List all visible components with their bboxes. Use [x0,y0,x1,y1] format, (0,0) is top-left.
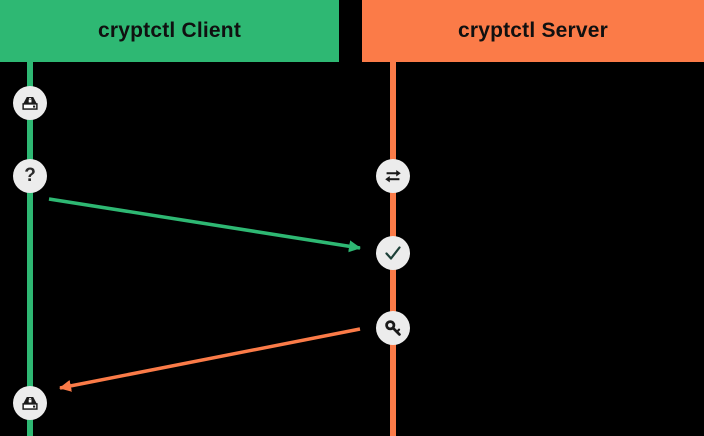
client-node-encrypted-disk-top [13,86,47,120]
server-to-client-arrow [59,327,361,392]
server-node-check [376,236,410,270]
client-node-encrypted-disk-bottom [13,386,47,420]
client-to-server-arrow [48,197,361,253]
server-node-swap [376,159,410,193]
swap-arrows-icon [382,165,404,187]
question-icon: ? [24,164,36,186]
client-lifeline [27,62,33,436]
client-header: cryptctl Client [0,0,339,62]
server-header: cryptctl Server [362,0,704,62]
encrypted-disk-icon [19,392,41,414]
key-icon [382,317,404,339]
encrypted-disk-icon [19,92,41,114]
check-icon [381,241,405,265]
server-header-label: cryptctl Server [457,19,609,42]
server-node-key [376,311,410,345]
client-node-question: ? [13,159,47,193]
client-header-label: cryptctl Client [97,19,242,42]
